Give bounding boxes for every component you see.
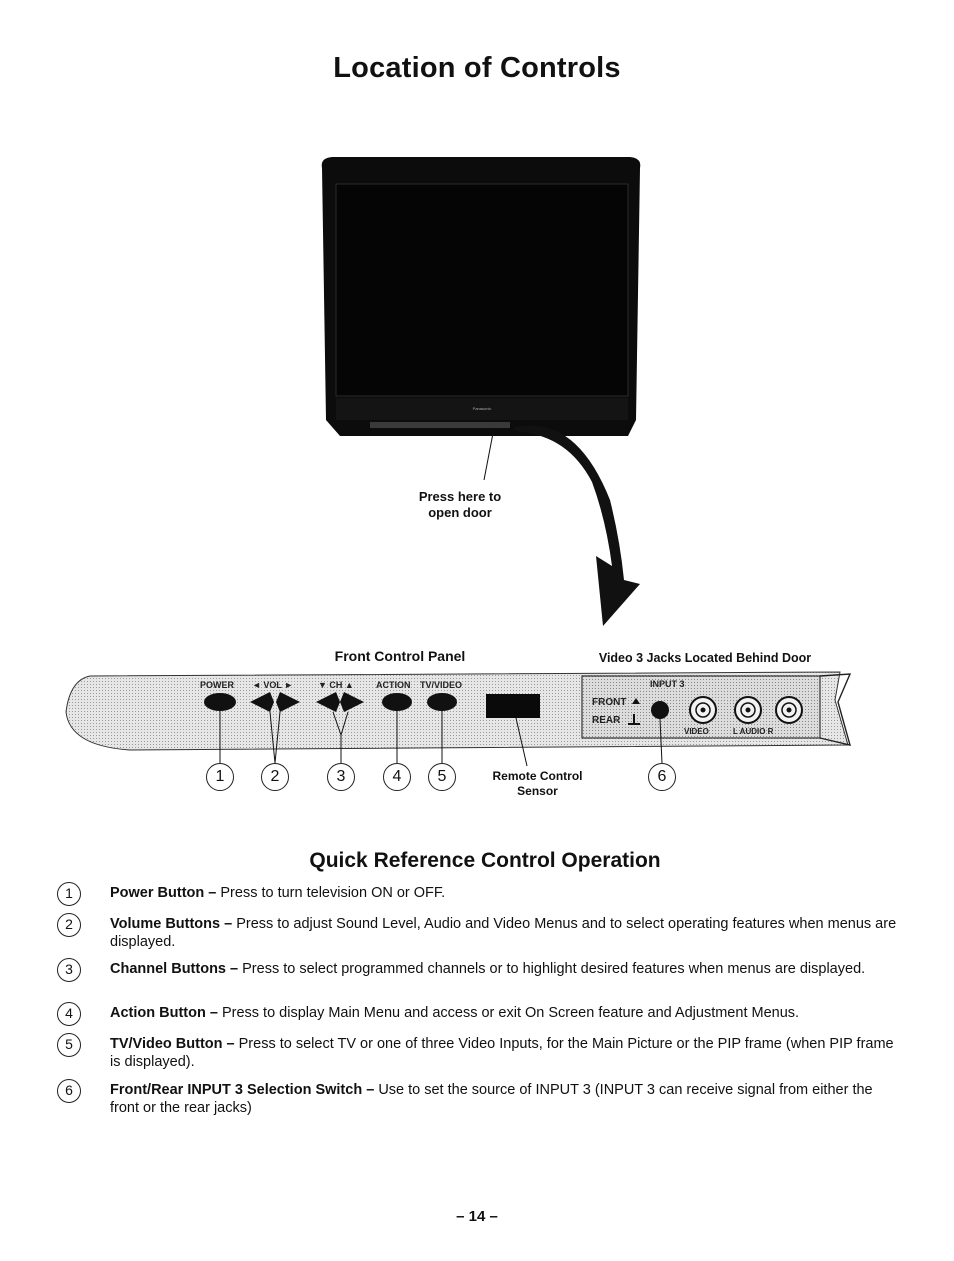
action-button[interactable] bbox=[382, 693, 412, 711]
input3-selector-switch[interactable] bbox=[651, 701, 669, 719]
item-number: 6 bbox=[57, 1079, 81, 1103]
controls-figure: Panasonic POWER ◄ VOL ► ▼ CH ▲ ACTION TV… bbox=[65, 157, 852, 767]
item-number: 2 bbox=[57, 913, 81, 937]
ch-up-button[interactable] bbox=[340, 692, 364, 712]
page-title: Location of Controls bbox=[333, 52, 621, 84]
item-term: Action Button – bbox=[110, 1005, 218, 1021]
front-control-panel-label: Front Control Panel bbox=[334, 648, 466, 664]
video-jack-label: VIDEO bbox=[684, 727, 709, 736]
item-text: Volume Buttons – Press to adjust Sound L… bbox=[110, 915, 905, 951]
action-panel-label: ACTION bbox=[376, 680, 411, 690]
item-desc: Press to select TV or one of three Video… bbox=[110, 1036, 894, 1070]
remote-label-line1: Remote Control bbox=[492, 769, 583, 783]
item-number: 5 bbox=[57, 1033, 81, 1057]
vol-up-button[interactable] bbox=[276, 692, 300, 712]
vol-down-button[interactable] bbox=[250, 692, 274, 712]
press-label-line2: open door bbox=[428, 505, 492, 520]
callout-leaders bbox=[219, 711, 663, 767]
callout-2: 2 bbox=[261, 763, 289, 791]
remote-sensor bbox=[486, 694, 540, 718]
item-text: Front/Rear INPUT 3 Selection Switch – Us… bbox=[110, 1081, 905, 1117]
item-term: Power Button – bbox=[110, 885, 217, 901]
audio-left-jack-icon bbox=[734, 696, 762, 724]
callout-4: 4 bbox=[383, 763, 411, 791]
item-text: Action Button – Press to display Main Me… bbox=[110, 1004, 905, 1022]
tv-set: Panasonic bbox=[321, 157, 641, 436]
item-number: 4 bbox=[57, 1002, 81, 1026]
item-text: Power Button – Press to turn television … bbox=[110, 884, 905, 902]
remote-sensor-label: Remote Control Sensor bbox=[470, 769, 605, 799]
tvvideo-button[interactable] bbox=[427, 693, 457, 711]
rear-panel-label-text: REAR bbox=[592, 715, 621, 726]
item-number: 3 bbox=[57, 958, 81, 982]
quick-reference-title: Quick Reference Control Operation bbox=[309, 849, 661, 872]
item-number: 1 bbox=[57, 882, 81, 906]
curved-arrow-icon bbox=[512, 425, 640, 626]
remote-label-line2: Sensor bbox=[517, 784, 558, 798]
callout-1: 1 bbox=[206, 763, 234, 791]
item-desc: Press to adjust Sound Level, Audio and V… bbox=[110, 916, 897, 950]
vol-panel-label: ◄ VOL ► bbox=[252, 680, 293, 690]
press-leader-line bbox=[483, 427, 495, 481]
callout-5: 5 bbox=[428, 763, 456, 791]
item-term: Volume Buttons – bbox=[110, 916, 233, 932]
callout-6: 6 bbox=[648, 763, 676, 791]
audio-right-jack-icon bbox=[775, 696, 803, 724]
item-term: Front/Rear INPUT 3 Selection Switch – bbox=[110, 1082, 375, 1098]
press-label-line1: Press here to bbox=[418, 489, 502, 504]
item-desc: Press to display Main Menu and access or… bbox=[221, 1005, 800, 1021]
page-number: – 14 – bbox=[456, 1208, 498, 1225]
item-text: Channel Buttons – Press to select progra… bbox=[110, 960, 905, 978]
tvvideo-panel-label: TV/VIDEO bbox=[420, 680, 462, 690]
tv-brand: Panasonic bbox=[473, 406, 492, 411]
ch-down-button[interactable] bbox=[316, 692, 340, 712]
input3-panel-label: INPUT 3 bbox=[650, 679, 685, 689]
front-panel-label-text: FRONT bbox=[592, 697, 626, 708]
power-button[interactable] bbox=[204, 693, 236, 711]
item-desc: Press to turn television ON or OFF. bbox=[220, 885, 446, 901]
ch-panel-label: ▼ CH ▲ bbox=[318, 680, 354, 690]
item-desc: Use to set the source of INPUT 3 (INPUT … bbox=[110, 1082, 873, 1116]
video3-jacks-label: Video 3 Jacks Located Behind Door bbox=[598, 651, 812, 665]
front-control-panel: POWER ◄ VOL ► ▼ CH ▲ ACTION TV/VIDEO INP… bbox=[65, 671, 852, 751]
power-panel-label: POWER bbox=[200, 680, 235, 690]
item-term: TV/Video Button – bbox=[110, 1036, 235, 1052]
video-jack-icon bbox=[689, 696, 717, 724]
item-term: Channel Buttons – bbox=[110, 961, 239, 977]
callout-3: 3 bbox=[327, 763, 355, 791]
press-here-label: Press here to open door bbox=[380, 489, 540, 521]
audio-jack-label: L AUDIO R bbox=[733, 727, 774, 736]
item-text: TV/Video Button – Press to select TV or … bbox=[110, 1035, 905, 1071]
item-desc: Press to select programmed channels or t… bbox=[242, 961, 866, 977]
